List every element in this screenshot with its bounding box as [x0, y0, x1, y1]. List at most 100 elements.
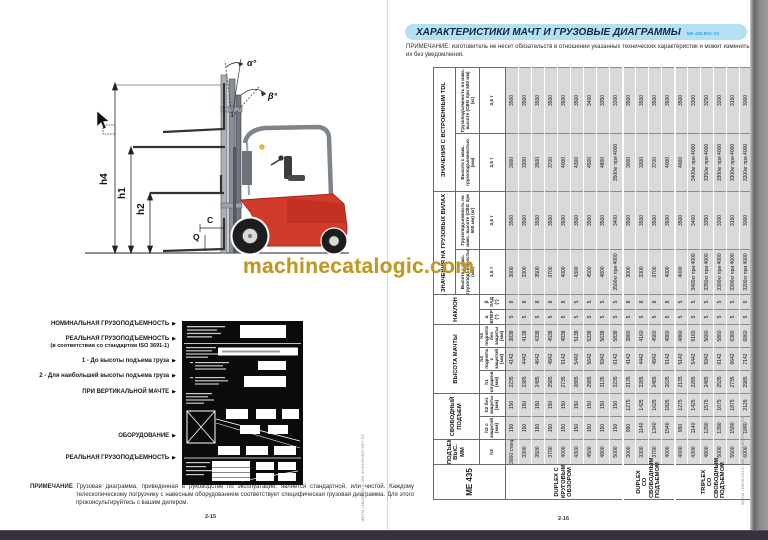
table-cell: 990: [674, 416, 688, 440]
fork-positions: [133, 83, 226, 253]
table-cell: 4300: [687, 439, 701, 465]
table-cell: 3350кг при 4000: [700, 133, 714, 192]
plate-label-equipment: ОБОРУДОВАНИЕ ▶: [18, 433, 176, 440]
table-cell: 3150: [726, 191, 740, 250]
col-tdl-capacity-rating: 3,5 т: [479, 67, 506, 134]
table-cell: 3700: [544, 439, 558, 465]
table-cell: 3300кг при 4000: [713, 133, 727, 192]
table-cell: 150: [596, 416, 610, 440]
table-cell: 8: [531, 294, 545, 310]
section-title: ХАРАКТЕРИСТИКИ МАЧТ И ГРУЗОВЫЕ ДИАГРАММЫ: [416, 26, 681, 38]
table-cell: 3500: [531, 191, 545, 250]
pointer-arrow-icon: ▶: [172, 358, 176, 364]
table-cell: 1340: [648, 416, 662, 440]
table-cell: 6360: [726, 324, 740, 348]
table-cell: 3400кг при 4000: [687, 133, 701, 192]
table-cell: 2135: [622, 370, 636, 394]
table-cell: 8: [505, 294, 519, 310]
table-cell: 150: [557, 393, 571, 417]
table-cell: 5: [570, 294, 584, 310]
table-cell: 2385: [518, 370, 532, 394]
table-cell: 5: [687, 309, 701, 325]
table-cell: 3500: [557, 191, 571, 250]
table-cell: 3500: [674, 67, 688, 134]
table-cell: 4860: [661, 324, 675, 348]
table-cell: 4142: [505, 347, 519, 371]
table-cell: 8: [648, 294, 662, 310]
section-title-banner: ХАРАКТЕРИСТИКИ МАЧТ И ГРУЗОВЫЕ ДИАГРАММЫ…: [405, 24, 747, 40]
table-cell: 3150: [726, 67, 740, 134]
table-cell: 5338: [583, 324, 597, 348]
table-cell: 4000: [557, 249, 571, 295]
table-cell: 8: [544, 294, 558, 310]
table-cell: 6142: [713, 347, 727, 371]
table-cell: 5: [674, 309, 688, 325]
dimension-lines: [111, 81, 225, 255]
table-cell: 2635: [661, 370, 675, 394]
plate-label-vertical-mast: ПРИ ВЕРТИКАЛЬНОЙ МАЧТЕ ▶: [18, 389, 176, 396]
table-cell: 3200: [713, 67, 727, 134]
table-cell: 150: [518, 393, 532, 417]
table-cell: 3700: [544, 133, 558, 192]
table-cell: 3000 станд: [505, 439, 519, 465]
table-cell: 3400: [583, 67, 597, 134]
table-cell: 3500: [505, 191, 519, 250]
capacity-plate-diagram: [182, 321, 303, 485]
table-cell: 5160: [687, 324, 701, 348]
table-cell: 3300: [713, 191, 727, 250]
dim-h2-label: h2: [136, 203, 147, 215]
table-cell: 150: [518, 416, 532, 440]
table-cell: 5: [661, 309, 675, 325]
table-cell: 2885: [570, 370, 584, 394]
dim-h1-label: h1: [117, 187, 128, 199]
table-cell: 4560: [648, 324, 662, 348]
col-group-fork-values: ЗНАЧЕНИЯ НА ГРУЗОВЫХ ВИЛАХ: [433, 191, 456, 295]
table-cell: 3500: [557, 67, 571, 134]
table-cell: 4800: [700, 439, 714, 465]
label-text: РЕАЛЬНАЯ ГРУЗОПОДЪЕМНОСТЬ(в соответствии…: [50, 336, 169, 350]
table-cell: 5: [596, 294, 610, 310]
mouse-cursor: [96, 110, 116, 135]
table-cell: 4000: [661, 249, 675, 295]
table-cell: 3235: [609, 370, 623, 394]
bottom-window-bar: [0, 530, 768, 540]
table-cell: 4300: [570, 133, 584, 192]
table-cell: 2135: [674, 370, 688, 394]
table-cell: 5: [713, 294, 727, 310]
table-cell: 3300: [687, 67, 701, 134]
table-cell: 3300кг при 4000: [713, 249, 727, 295]
plate-label-nominal-capacity: НОМИНАЛЬНАЯ ГРУЗОПОДЪЕМНОСТЬ ▶: [18, 321, 176, 328]
table-cell: 4500: [583, 249, 597, 295]
table-cell: 4538: [544, 324, 558, 348]
table-cell: 3300: [635, 439, 649, 465]
table-cell: 3500: [635, 191, 649, 250]
table-cell: 5: [609, 294, 623, 310]
table-cell: 5442: [570, 347, 584, 371]
table-cell: 4500: [583, 133, 597, 192]
note-label: ПРИМЕЧАНИЕ: [30, 484, 73, 490]
col-h2-unprotected: h2 без защиты (мм): [479, 393, 506, 417]
model-header: МЕ 435: [433, 464, 506, 500]
table-cell: 5: [700, 309, 714, 325]
table-cell: 4000: [661, 133, 675, 192]
table-cell: 3350кг при 4000: [700, 249, 714, 295]
forklift-dimension-diagram: h4 h1 h2 C Q α° β°: [85, 58, 349, 256]
col-tdl-height-rating: 3,5 т: [479, 133, 506, 192]
table-cell: 3000: [622, 249, 636, 295]
mast-type-cell: DUPLEX C КРУГОВЫМ ОБЗОРОМ: [505, 464, 623, 500]
table-cell: 4642: [531, 347, 545, 371]
table-cell: 4842: [648, 347, 662, 371]
table-cell: 5942: [596, 347, 610, 371]
tilt-angle-lines: [224, 58, 267, 118]
col-group-lift-height: ПОДЪЕМНАЯ ВЫС. MM: [433, 439, 480, 465]
table-cell: 5: [700, 294, 714, 310]
table-cell: 3500: [531, 439, 545, 465]
table-cell: 2285: [687, 370, 701, 394]
table-cell: 3300: [635, 249, 649, 295]
table-cell: 5: [687, 294, 701, 310]
pointer-arrow-icon: ▶: [172, 373, 176, 379]
table-cell: 5: [531, 309, 545, 325]
note-text: Грузовая диаграмма, приведенная в руково…: [76, 484, 415, 507]
table-cell: 150: [570, 416, 584, 440]
